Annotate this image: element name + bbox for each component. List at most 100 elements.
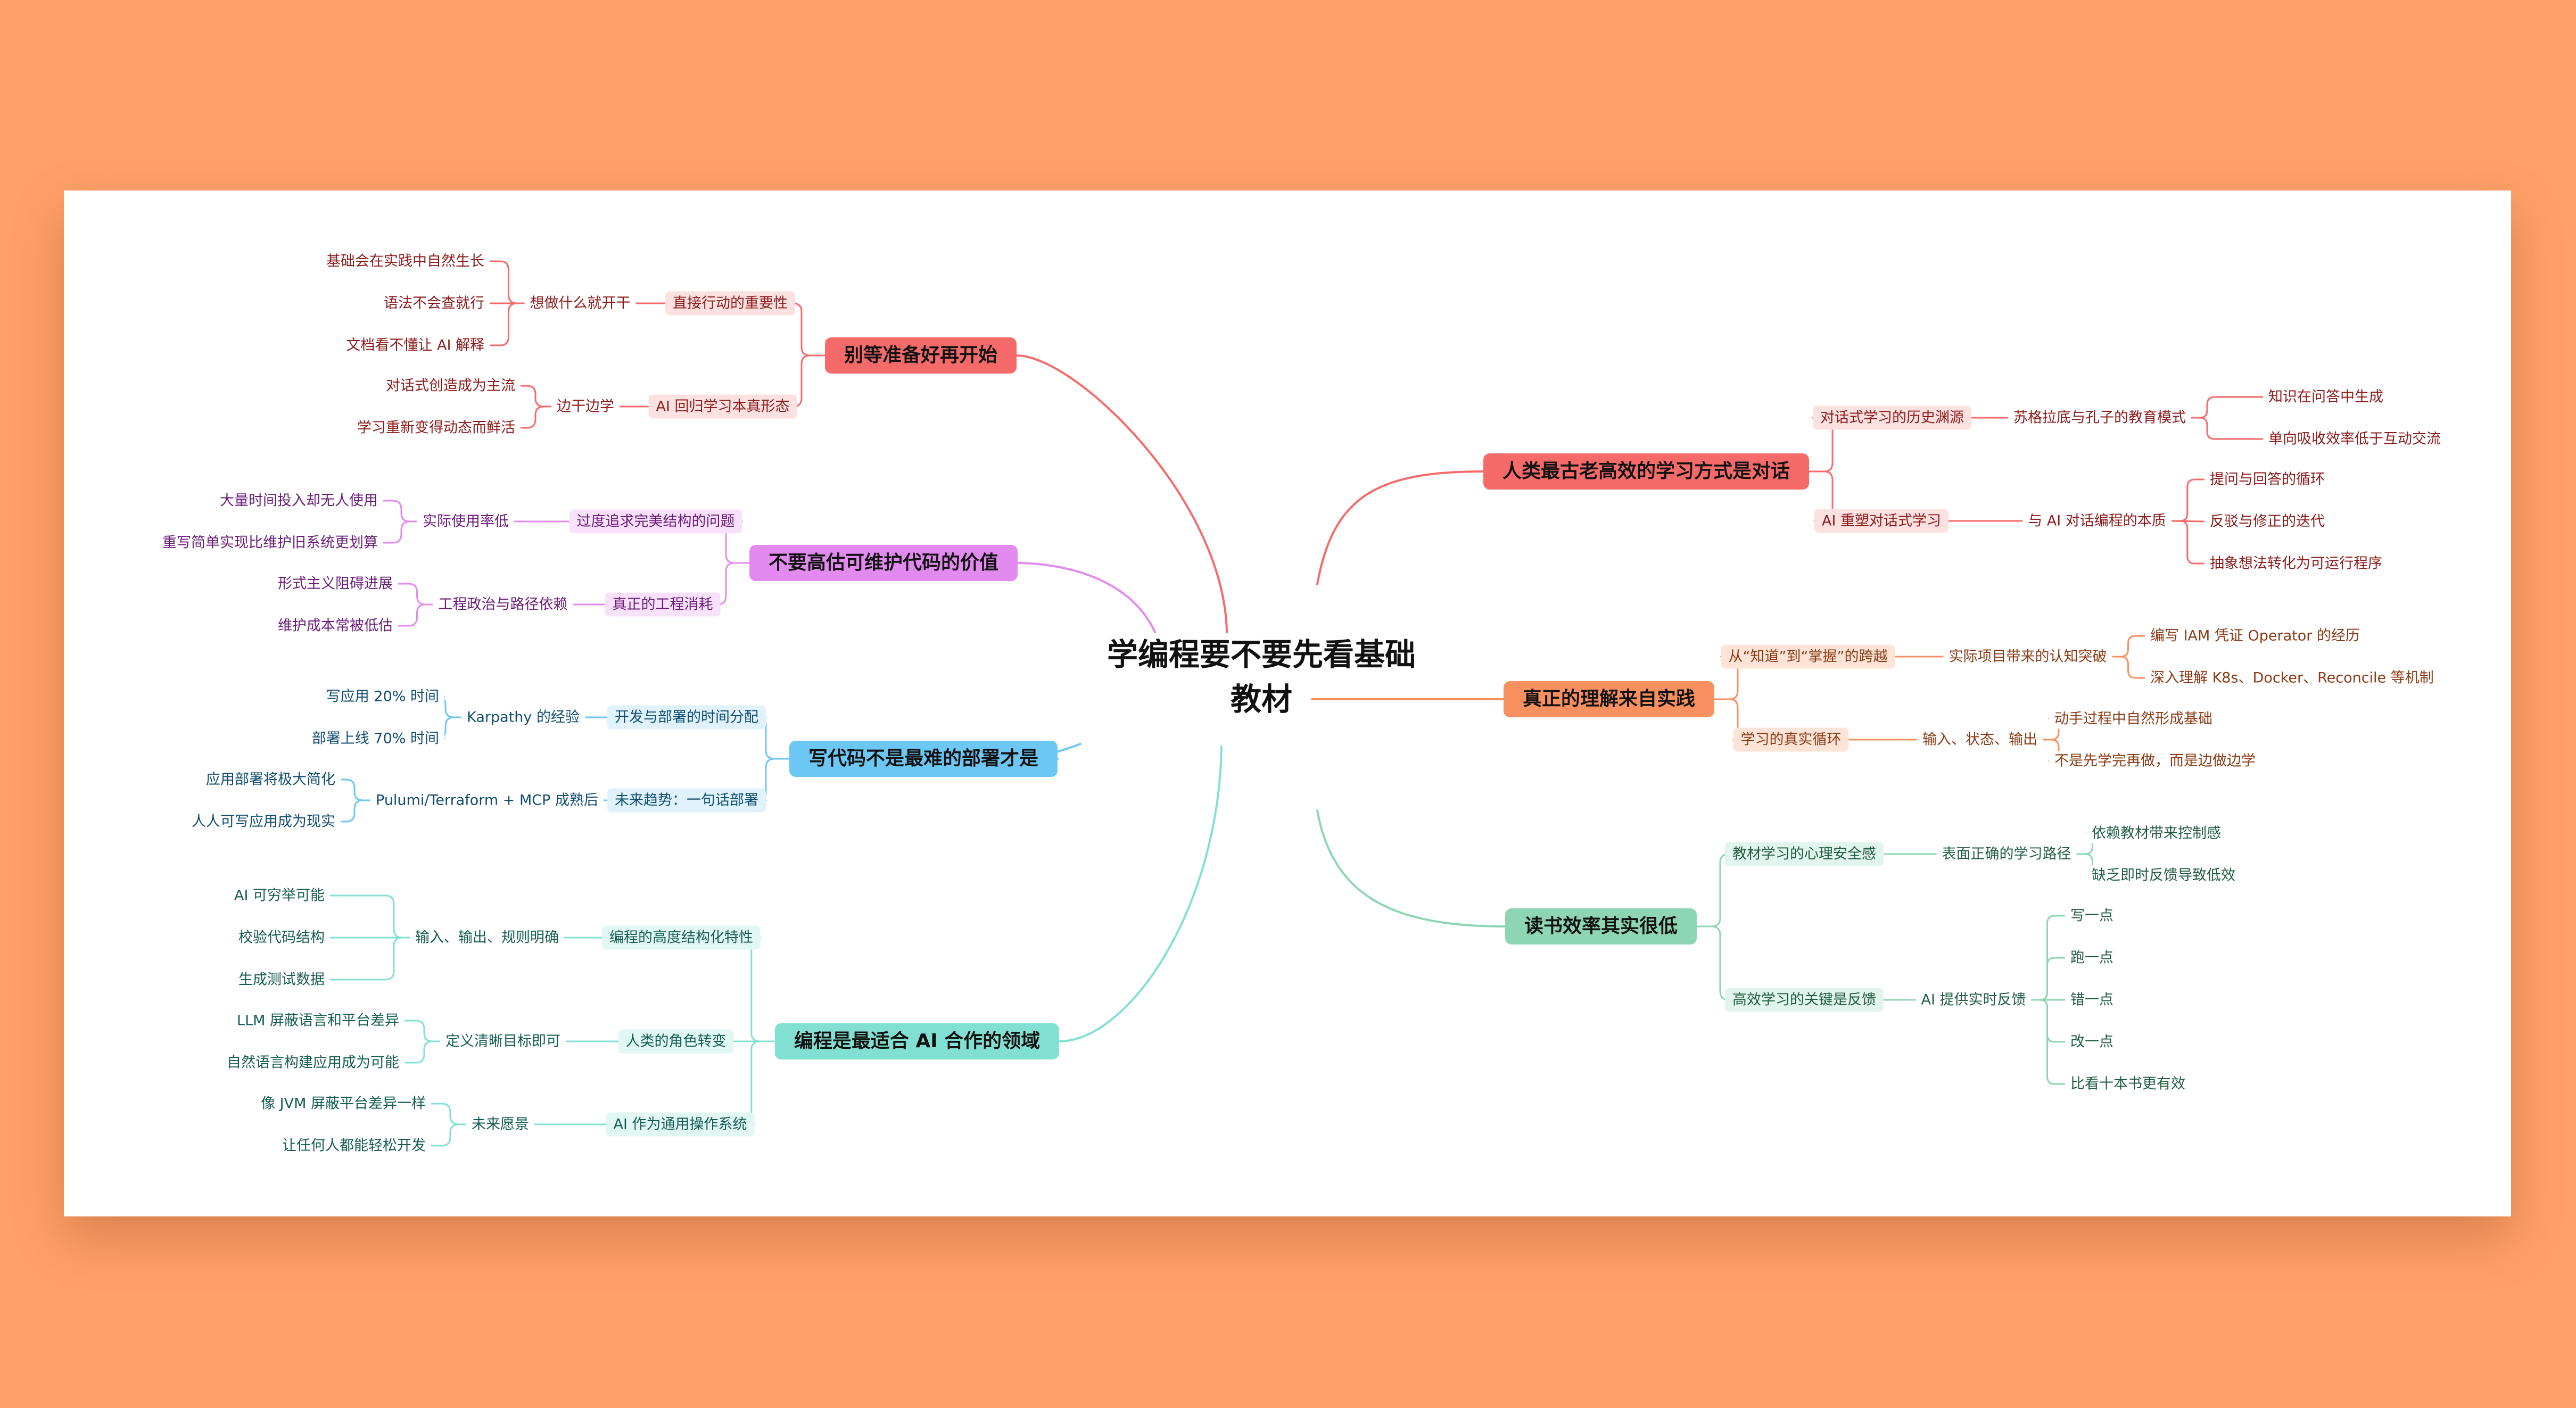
connector-l3s1m-leaf-0 — [403, 1020, 441, 1042]
leaf-no-instant-feedback[interactable]: 缺乏即时反馈导致低效 — [2086, 865, 2241, 885]
connector-r2-sub-0 — [1696, 853, 1729, 927]
leaf-iam-operator[interactable]: 编写 IAM 凭证 Operator 的经历 — [2145, 626, 2365, 646]
leaf-llm-shields-platforms[interactable]: LLM 屏蔽语言和平台差异 — [232, 1011, 404, 1031]
detail-io-rules-clear[interactable]: 输入、输出、规则明确 — [410, 927, 564, 948]
subtopic-engineering-cost[interactable]: 真正的工程消耗 — [605, 592, 721, 617]
connector-r0s1m-leaf-0 — [2170, 478, 2206, 522]
detail-ai-realtime-feedback[interactable]: AI 提供实时反馈 — [1916, 990, 2032, 1010]
leaf-natural-language-apps[interactable]: 自然语言构建应用成为可能 — [221, 1053, 404, 1073]
subtopic-dev-deploy-time[interactable]: 开发与部署的时间分配 — [607, 705, 766, 730]
leaf-deploy-simplified[interactable]: 应用部署将极大简化 — [201, 769, 341, 790]
connector-l0s1m-leaf-1 — [519, 405, 552, 429]
connector-r2s1m-leaf-1 — [2030, 957, 2066, 1001]
topic-deployment-hardest[interactable]: 写代码不是最难的部署才是 — [789, 741, 1058, 777]
subtopic-dialogue-history[interactable]: 对话式学习的历史渊源 — [1813, 405, 1971, 430]
leaf-write-20-percent[interactable]: 写应用 20% 时间 — [320, 686, 444, 707]
subtopic-real-learning-loop[interactable]: 学习的真实循环 — [1733, 727, 1849, 752]
subtopic-ai-returns-learning[interactable]: AI 回归学习本真形态 — [648, 394, 797, 419]
connector-r2-sub-1 — [1696, 925, 1729, 1001]
leaf-everyone-writes-apps[interactable]: 人人可写应用成为现实 — [186, 811, 341, 832]
detail-just-do-it[interactable]: 想做什么就开干 — [524, 293, 636, 313]
leaf-run-a-bit[interactable]: 跑一点 — [2065, 948, 2119, 968]
subtopic-ai-reshapes-dialogue[interactable]: AI 重塑对话式学习 — [1814, 509, 1949, 533]
connector-l0-sub-1 — [792, 354, 826, 408]
connector-root-l1 — [1017, 562, 1156, 633]
connector-root-r0 — [1316, 470, 1484, 585]
leaf-unused-investment[interactable]: 大量时间投入却无人使用 — [214, 491, 383, 511]
detail-learn-by-doing[interactable]: 边干边学 — [551, 396, 620, 417]
connector-l2s1m-leaf-1 — [340, 799, 371, 823]
root-topic[interactable]: 学编程要不要先看基础 教材 — [1107, 632, 1416, 722]
connector-r0s0m-leaf-1 — [2190, 417, 2264, 440]
leaf-deploy-70-percent[interactable]: 部署上线 70% 时间 — [306, 728, 444, 749]
subtopic-ai-os[interactable]: AI 作为通用操作系统 — [606, 1112, 755, 1137]
subtopic-know-to-master[interactable]: 从“知道”到“掌握”的跨越 — [1721, 644, 1895, 669]
connector-l1s0m-leaf-0 — [382, 500, 418, 523]
detail-seemingly-correct-path[interactable]: 表面正确的学习路径 — [1936, 844, 2077, 864]
connector-l1s0m-leaf-1 — [382, 520, 418, 544]
detail-define-goals[interactable]: 定义清晰目标即可 — [440, 1031, 566, 1051]
subtopic-perfect-structure[interactable]: 过度追求完美结构的问题 — [569, 509, 742, 534]
leaf-generate-test-data[interactable]: 生成测试数据 — [233, 970, 330, 990]
topic-dont-wait-ready[interactable]: 别等准备好再开始 — [824, 337, 1017, 374]
detail-ai-dialogue-essence[interactable]: 与 AI 对话编程的本质 — [2022, 511, 2172, 531]
subtopic-act-directly[interactable]: 直接行动的重要性 — [665, 291, 795, 316]
leaf-ai-enumerates[interactable]: AI 可穷举可能 — [228, 885, 330, 906]
leaf-one-way-low-efficiency[interactable]: 单向吸收效率低于互动交流 — [2263, 429, 2446, 449]
leaf-rewrite-cheaper[interactable]: 重写简单实现比维护旧系统更划算 — [157, 533, 383, 553]
topic-reading-inefficient[interactable]: 读书效率其实很低 — [1505, 908, 1697, 945]
connector-l1s1m-leaf-0 — [397, 583, 434, 606]
leaf-fix-a-bit[interactable]: 改一点 — [2065, 1032, 2119, 1052]
connector-l0s0m-leaf-0 — [489, 260, 525, 304]
leaf-verify-structure[interactable]: 校验代码结构 — [233, 927, 330, 948]
subtopic-textbook-safety[interactable]: 教材学习的心理安全感 — [1725, 842, 1884, 866]
leaf-lookup-syntax[interactable]: 语法不会查就行 — [378, 293, 490, 313]
root-title-line-2: 教材 — [1230, 681, 1293, 717]
connector-l3s2m-leaf-0 — [430, 1103, 467, 1125]
detail-socrates-confucius[interactable]: 苏格拉底与孔子的教育模式 — [2008, 408, 2191, 428]
subtopic-one-sentence-deploy[interactable]: 未来趋势：一句话部署 — [607, 788, 766, 813]
detail-input-state-output[interactable]: 输入、状态、输出 — [1917, 730, 2043, 750]
detail-low-usage[interactable]: 实际使用率低 — [417, 511, 514, 532]
leaf-rebut-correct-iterate[interactable]: 反驳与修正的迭代 — [2205, 511, 2330, 532]
connector-r2s1m-leaf-4 — [2030, 999, 2066, 1085]
leaf-formalism[interactable]: 形式主义阻碍进展 — [273, 574, 398, 594]
connector-r0s0m-leaf-0 — [2190, 396, 2264, 419]
topic-dialogue-learning[interactable]: 人类最古老高效的学习方式是对话 — [1483, 453, 1810, 490]
connector-r1s0m-leaf-0 — [2111, 635, 2146, 658]
connector-l1s1m-leaf-1 — [397, 603, 434, 627]
connector-r0s1m-leaf-2 — [2170, 520, 2206, 565]
detail-pulumi-terraform-mcp[interactable]: Pulumi/Terraform + MCP 成熟后 — [370, 790, 604, 810]
subtopic-highly-structured[interactable]: 编程的高度结构化特性 — [602, 925, 761, 950]
leaf-err-a-bit[interactable]: 错一点 — [2065, 990, 2119, 1010]
leaf-better-than-ten-books[interactable]: 比看十本书更有效 — [2065, 1074, 2191, 1094]
topic-maintainable-code[interactable]: 不要高估可维护代码的价值 — [749, 545, 1018, 581]
leaf-maintenance-cost[interactable]: 维护成本常被低估 — [273, 616, 398, 636]
leaf-qa-loop[interactable]: 提问与回答的循环 — [2205, 469, 2330, 490]
connector-l1-sub-1 — [717, 562, 750, 606]
topic-programming-ai-collab[interactable]: 编程是最适合 AI 合作的领域 — [774, 1023, 1060, 1059]
leaf-ai-explains-docs[interactable]: 文档看不懂让 AI 解释 — [341, 335, 490, 355]
detail-project-breakthrough[interactable]: 实际项目带来的认知突破 — [1943, 647, 2112, 667]
detail-karpathy[interactable]: Karpathy 的经验 — [461, 707, 585, 727]
leaf-k8s-docker-reconcile[interactable]: 深入理解 K8s、Docker、Reconcile 等机制 — [2145, 668, 2439, 688]
leaf-like-jvm[interactable]: 像 JVM 屏蔽平台差异一样 — [255, 1094, 431, 1114]
leaf-anyone-develops[interactable]: 让任何人都能轻松开发 — [277, 1136, 431, 1156]
topic-practice-understanding[interactable]: 真正的理解来自实践 — [1503, 681, 1715, 717]
subtopic-feedback-key[interactable]: 高效学习的关键是反馈 — [1725, 988, 1884, 1012]
leaf-learn-while-doing[interactable]: 不是先学完再做，而是边做边学 — [2049, 751, 2261, 771]
leaf-learning-alive[interactable]: 学习重新变得动态而鲜活 — [352, 418, 521, 438]
detail-future-vision[interactable]: 未来愿景 — [466, 1114, 534, 1134]
leaf-textbook-control[interactable]: 依赖教材带来控制感 — [2086, 823, 2226, 843]
leaf-knowledge-from-qa[interactable]: 知识在问答中生成 — [2263, 387, 2389, 407]
leaf-write-a-bit[interactable]: 写一点 — [2065, 906, 2119, 926]
leaf-dialogue-creation[interactable]: 对话式创造成为主流 — [381, 376, 521, 396]
leaf-foundation-while-doing[interactable]: 动手过程中自然形成基础 — [2049, 709, 2218, 729]
connector-root-l3 — [1058, 746, 1223, 1042]
connector-l3s2m-leaf-1 — [430, 1123, 467, 1147]
leaf-foundation-grows[interactable]: 基础会在实践中自然生长 — [321, 251, 490, 271]
leaf-idea-to-program[interactable]: 抽象想法转化为可运行程序 — [2205, 553, 2388, 574]
detail-politics-path-dependency[interactable]: 工程政治与路径依赖 — [433, 594, 573, 615]
connector-l3s0m-leaf-0 — [329, 895, 411, 939]
subtopic-human-role[interactable]: 人类的角色转变 — [618, 1029, 734, 1054]
